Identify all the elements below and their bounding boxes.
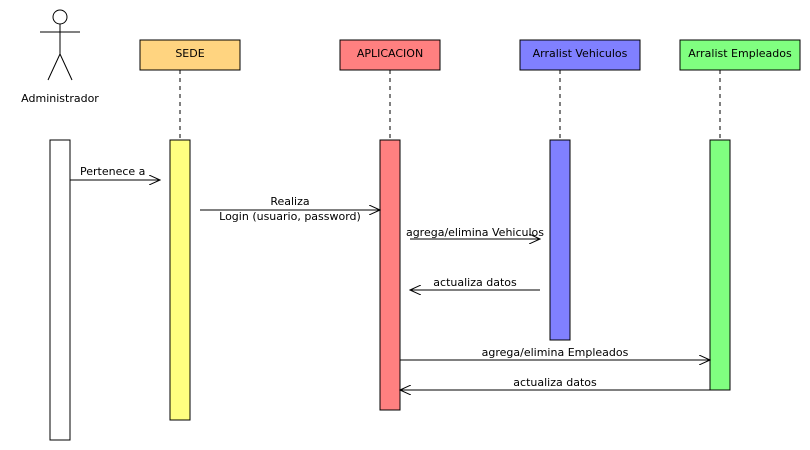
- participant-sede: SEDE: [139, 39, 241, 421]
- activation-vehiculos: [549, 139, 571, 341]
- message-realiza-login: Realiza Login (usuario, password): [200, 195, 380, 223]
- message-actualiza-vehiculos: actualiza datos: [410, 276, 540, 290]
- activation-aplicacion: [379, 139, 401, 411]
- message-pertenece-a: Pertenece a: [70, 165, 160, 180]
- message-actualiza-empleados: actualiza datos: [400, 376, 710, 390]
- activation-sede: [169, 139, 191, 421]
- participant-aplicacion: APLICACION: [339, 39, 441, 411]
- message-label-line2: Login (usuario, password): [219, 210, 361, 223]
- message-label: agrega/elimina Vehiculos: [406, 226, 544, 239]
- actor-right-leg: [59, 53, 73, 81]
- actor-label: Administrador: [21, 92, 99, 105]
- participant-empleados-box: [679, 39, 801, 71]
- actor-head-icon: [52, 9, 68, 25]
- participant-aplicacion-label: APLICACION: [357, 47, 423, 60]
- message-agrega-empleados: agrega/elimina Empleados: [400, 346, 710, 360]
- message-label: Pertenece a: [80, 165, 145, 178]
- participant-sede-box: [139, 39, 241, 71]
- message-agrega-vehiculos: agrega/elimina Vehiculos: [406, 226, 544, 239]
- participant-aplicacion-box: [339, 39, 441, 71]
- participant-sede-label: SEDE: [175, 47, 204, 60]
- participant-empleados-label: Arralist Empleados: [688, 47, 792, 60]
- message-label-line1: Realiza: [270, 195, 309, 208]
- participant-vehiculos-box: [519, 39, 641, 71]
- message-label: agrega/elimina Empleados: [482, 346, 629, 359]
- actor-administrador: Administrador: [21, 9, 99, 105]
- participant-vehiculos-label: Arralist Vehiculos: [533, 47, 628, 60]
- message-label: actualiza datos: [433, 276, 517, 289]
- activation-empleados: [709, 139, 731, 391]
- actor-left-leg: [47, 53, 61, 81]
- message-label: actualiza datos: [513, 376, 597, 389]
- participant-empleados: Arralist Empleados: [679, 39, 801, 391]
- activation-administrador: [49, 139, 71, 441]
- participant-vehiculos: Arralist Vehiculos: [519, 39, 641, 341]
